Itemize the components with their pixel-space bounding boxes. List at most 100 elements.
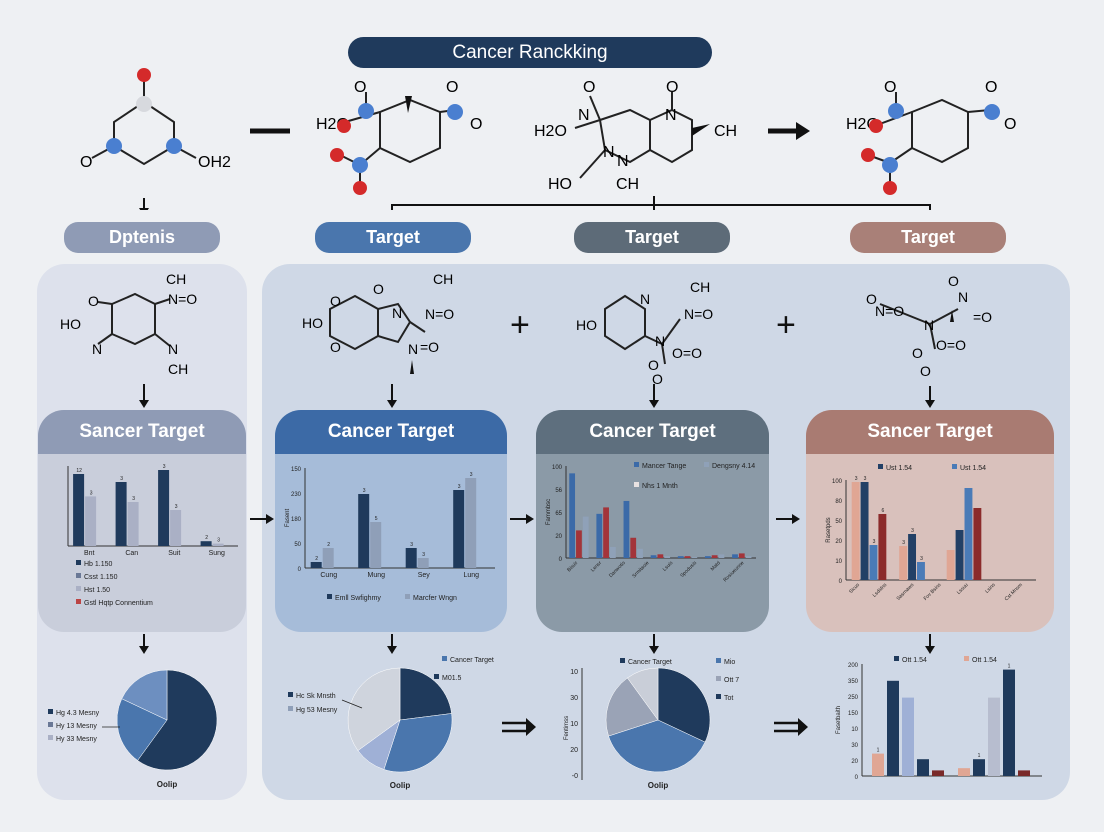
svg-text:O: O — [666, 79, 678, 96]
panel-molecule-1 — [97, 292, 171, 347]
card-connectors — [250, 514, 800, 524]
card-title: Sancer Target — [38, 410, 246, 454]
bar — [322, 548, 334, 568]
hydrogen-atom — [136, 96, 152, 112]
double-arrow-icon — [502, 718, 536, 736]
p3-left-label: HO — [576, 317, 597, 333]
legend-swatch — [288, 692, 293, 697]
legend-swatch — [894, 656, 899, 661]
p3-top-right: CH — [690, 279, 710, 295]
svg-text:O: O — [652, 371, 663, 387]
x-tick-label: Rosiueunne — [722, 560, 745, 583]
y-tick-label: 30 — [570, 695, 578, 702]
bar — [657, 554, 664, 558]
bar-label: 3 — [458, 484, 461, 490]
svg-text:N: N — [924, 317, 934, 333]
x-tick-label: Bnt — [84, 550, 95, 557]
bar — [677, 556, 684, 558]
legend-label: Mancer Tange — [642, 463, 686, 470]
bar — [650, 555, 657, 558]
pie-slice — [137, 669, 218, 771]
bar — [370, 522, 382, 568]
pie-slice — [347, 667, 401, 751]
bar — [85, 496, 97, 546]
pie-slice — [627, 667, 659, 721]
bar — [569, 473, 576, 558]
m3-right-label: CH — [714, 123, 737, 140]
legend-swatch — [76, 599, 81, 604]
pill-target-gray: Target — [574, 222, 730, 253]
legend-swatch — [716, 658, 721, 663]
bar-label: 3 — [163, 464, 166, 470]
bar — [664, 556, 671, 558]
bar-label: 1 — [877, 748, 880, 754]
bar — [860, 482, 869, 580]
m3-bottom-left-label: HO — [548, 176, 572, 193]
svg-text:N: N — [408, 341, 418, 357]
bar — [745, 556, 752, 558]
legend-label: Hst 1.50 — [84, 587, 110, 594]
x-tick-label: Matd — [710, 560, 722, 572]
pie-slice — [383, 713, 453, 773]
legend-swatch — [405, 594, 410, 599]
svg-text:O: O — [80, 154, 92, 171]
bar-label: 2 — [315, 556, 318, 562]
x-tick-label: Cung — [320, 572, 337, 579]
bar-label: 1 — [978, 753, 981, 759]
double-arrow-icon — [774, 718, 808, 736]
bar — [932, 770, 944, 776]
bar — [1018, 770, 1030, 776]
bar — [453, 490, 465, 568]
bar — [684, 556, 691, 558]
legend-label: Hb 1.150 — [84, 561, 113, 568]
bar — [170, 510, 182, 546]
y-tick-label: 20 — [835, 539, 842, 545]
bar-label: 3 — [175, 504, 178, 510]
bar — [596, 513, 603, 558]
top-molecule-row: O OH2 H2O O O O H2O N O N N O N CH HO CH — [80, 68, 1016, 210]
y-tick-label: 0 — [298, 567, 302, 573]
legend-label: Cancer Target — [628, 659, 672, 666]
bar — [902, 697, 914, 776]
y-tick-label: 200 — [848, 663, 859, 669]
legend-swatch — [878, 464, 883, 469]
legend-label: Csst 1.150 — [84, 574, 118, 581]
bar — [310, 562, 322, 568]
bar — [637, 548, 643, 558]
svg-text:O: O — [866, 291, 877, 307]
y-tick-label: 20 — [555, 534, 562, 540]
pill-dptenis: Dptenis — [64, 222, 220, 253]
svg-text:O: O — [583, 79, 595, 96]
svg-text:O: O — [373, 281, 384, 297]
y-tick-label: 56 — [555, 488, 562, 494]
y-tick-label: 65 — [555, 511, 562, 517]
x-tick-label: Lensr — [590, 560, 603, 573]
pie-slice — [657, 667, 711, 743]
svg-text:O: O — [920, 363, 931, 379]
p1-left-label: HO — [60, 316, 81, 332]
pill-target-blue: Target — [315, 222, 471, 253]
legend-swatch — [288, 706, 293, 711]
svg-text:N: N — [617, 153, 629, 170]
legend-swatch — [634, 482, 639, 487]
bar-label: 3 — [410, 542, 413, 548]
y-tick-label: 50 — [294, 542, 301, 548]
p2-left-label: HO — [302, 315, 323, 331]
legend-label: Hg 53 Mesny — [296, 707, 338, 714]
svg-text:O: O — [648, 357, 659, 373]
bar-label: 3 — [470, 472, 473, 478]
legend-swatch — [48, 722, 53, 727]
bar-label: 3 — [90, 490, 93, 496]
legend-swatch — [327, 594, 332, 599]
legend-swatch — [716, 676, 721, 681]
bar — [887, 680, 899, 776]
svg-text:O: O — [912, 345, 923, 361]
x-tick-label: Danwotis — [608, 560, 627, 579]
bar-label: 3 — [911, 528, 914, 534]
y-axis-label: Fammbsc — [546, 499, 552, 525]
x-tick-label: Can — [125, 550, 138, 557]
y-tick-label: 180 — [291, 517, 302, 523]
